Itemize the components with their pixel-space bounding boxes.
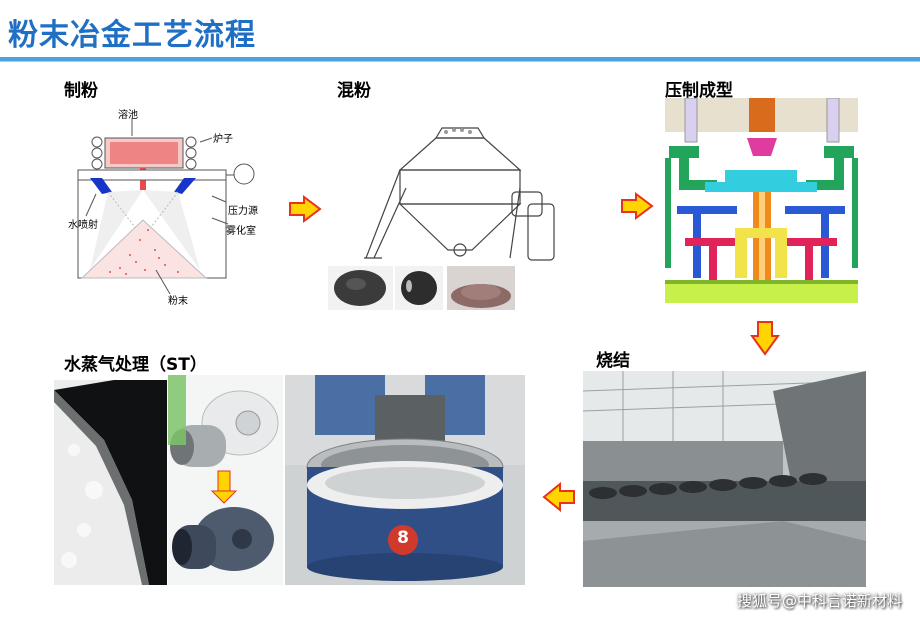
annotation-furnace: 炉子	[213, 134, 233, 145]
step-label-pressing: 压制成型	[665, 81, 733, 101]
annotation-pressure-source: 压力源	[228, 206, 258, 217]
powder-sample-dark	[328, 266, 393, 310]
flow-arrow-right-2	[621, 192, 654, 220]
step-label-steam: 水蒸气处理（ST）	[64, 355, 207, 375]
sintering-furnace-photo	[583, 371, 866, 587]
step-label-mixing: 混粉	[337, 81, 371, 101]
steam-parts-photo	[168, 375, 283, 585]
steam-furnace-photo: 8	[285, 375, 525, 585]
title-rule-thin	[0, 61, 920, 62]
title-rule	[0, 57, 920, 61]
furnace-number-badge: 8	[397, 528, 409, 548]
annotation-melt-pool: 溶池	[118, 110, 138, 121]
watermark: 搜狐号@中科言诺新材料	[736, 592, 902, 610]
flow-arrow-right-1	[289, 195, 322, 223]
powder-sample-grey	[395, 266, 443, 310]
annotation-atomization-chamber: 雾化室	[226, 226, 256, 237]
annotation-water-jet: 水喷射	[68, 220, 98, 231]
step-label-powder-making: 制粉	[64, 81, 98, 101]
page-title: 粉末冶金工艺流程	[8, 18, 256, 53]
step-label-sintering: 烧结	[596, 351, 630, 371]
annotation-powder: 粉末	[168, 296, 188, 307]
powder-sample-reddish	[447, 266, 515, 310]
flow-arrow-left	[542, 482, 575, 512]
steam-micrograph-photo	[54, 380, 167, 585]
press-mold-diagram	[665, 98, 858, 303]
mixer-illustration	[360, 108, 575, 268]
flow-arrow-down	[750, 321, 780, 356]
atomization-diagram: 溶池 炉子 水喷射 压力源 雾化室 粉末	[60, 100, 275, 310]
